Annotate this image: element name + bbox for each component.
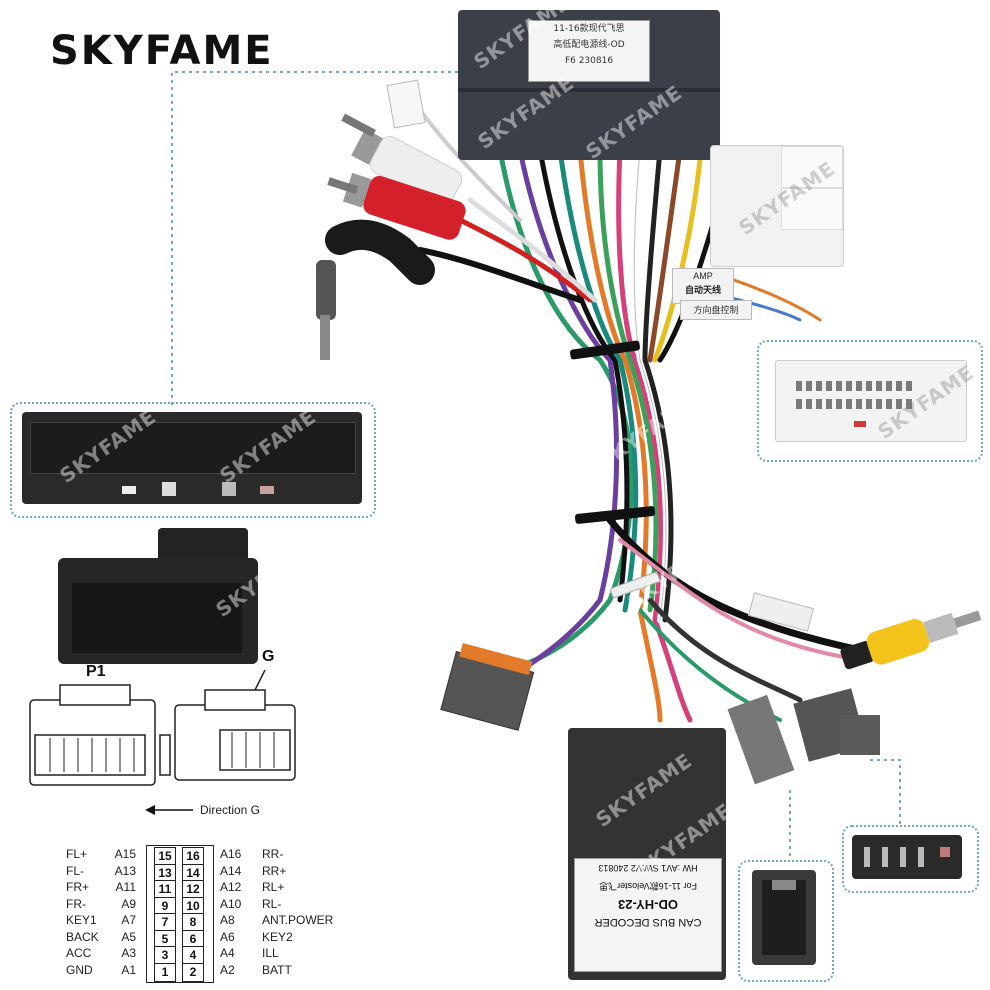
watermark: SKYFAME — [591, 748, 697, 832]
head-unit-connector: 11-16款现代飞思 高低配电源线-OD F6 230816 SKYFAME S… — [458, 0, 720, 164]
pin-right-name: RL- — [262, 896, 282, 911]
decoder-line-3: For 11-16款Veloster飞思 — [599, 881, 697, 891]
square-connector — [752, 870, 816, 965]
square-connector-frame — [738, 860, 834, 982]
can-bus-decoder: CAN BUS DECODER OD-HY-23 For 11-16款Velos… — [568, 728, 737, 980]
pin-left-name: BACK — [66, 929, 99, 944]
p1-label: P1 — [86, 663, 106, 680]
pin-right-name: RR- — [262, 847, 284, 861]
pin-right-code: A2 — [220, 962, 235, 977]
connector-line-drawings — [29, 669, 296, 786]
pin-left-code: A1 — [121, 962, 136, 977]
pin-left-code: A11 — [115, 880, 136, 894]
pin-left-name: FR+ — [66, 880, 90, 894]
pin-right-name: ANT.POWER — [262, 913, 334, 927]
pin-left-code: A5 — [121, 929, 136, 944]
pin-number-right: 2 — [182, 962, 204, 982]
pin-right-code: A14 — [220, 863, 242, 878]
pin-right-name: BATT — [262, 962, 292, 977]
connector-label-line-1: 11-16款现代飞思 — [553, 24, 625, 34]
pin-number-right: 6 — [182, 929, 204, 949]
pin-left-code: A7 — [121, 913, 136, 927]
pin-left-name: FL+ — [66, 847, 88, 861]
watermark: SKYFAME — [581, 80, 687, 164]
white-plug-connector: SKYFAME — [710, 145, 844, 267]
antenna-tag-line-1: 自动天线 — [684, 285, 721, 295]
black-connector-frame — [10, 402, 376, 518]
pin-right-code: A6 — [220, 929, 235, 944]
black-long-connector: SKYFAME SKYFAME — [22, 404, 362, 504]
pin-left-name: KEY1 — [66, 913, 97, 927]
pin-right-code: A8 — [220, 913, 235, 927]
connector-label-line-2: 高低配电源线-OD — [553, 40, 625, 50]
pin-right-code: A12 — [220, 880, 242, 894]
small-connectors — [440, 642, 880, 785]
pin-left-code: A13 — [114, 863, 136, 878]
decoder-line-1: CAN BUS DECODER — [594, 916, 702, 928]
pin-left-name: FL- — [66, 863, 84, 878]
pin-left-code: A9 — [121, 896, 136, 911]
pin-left-code: A15 — [114, 847, 136, 861]
pin-right-code: A10 — [220, 896, 242, 911]
pin-right-code: A16 — [220, 847, 242, 861]
antenna-tag: AMP 自动天线 — [672, 268, 734, 304]
pin-number-left: 1 — [154, 962, 176, 982]
pin-number-right: 14 — [182, 863, 204, 883]
pin-number-left: 13 — [154, 863, 176, 883]
pin-right-code: A4 — [220, 946, 235, 960]
yellow-rca-plug — [840, 610, 982, 670]
white-24-pin-connector — [775, 360, 967, 442]
brand-logo: SKYFAME — [50, 28, 274, 74]
pin-right-name: RL+ — [262, 880, 285, 894]
pin-number-right: 12 — [182, 880, 204, 899]
direction-label: Direction G — [200, 803, 261, 817]
pin-left-name: GND — [66, 962, 93, 977]
steering-tag: 方向盘控制 — [680, 300, 752, 320]
black-16-pin-connector: SKYFAME — [58, 528, 317, 664]
connector-label: 11-16款现代飞思 高低配电源线-OD F6 230816 — [528, 20, 650, 82]
pin-number-right: 10 — [182, 896, 204, 916]
pin-right-name: KEY2 — [262, 929, 293, 944]
direction-arrow-icon — [145, 805, 193, 815]
antenna-tag-line-2: AMP — [693, 271, 713, 281]
small-black-connector — [852, 835, 962, 879]
decoder-line-4: HW :AV1 SW:V2 240813 — [598, 863, 698, 873]
pin-right-name: ILL — [262, 946, 279, 960]
pin-left-code: A3 — [121, 946, 136, 960]
connector-label-line-3: F6 230816 — [564, 56, 614, 66]
decoder-line-2: OD-HY-23 — [618, 897, 678, 912]
white-connector-frame — [757, 340, 983, 462]
g-label: G — [262, 648, 275, 665]
small-black-connector-frame — [842, 825, 979, 893]
pin-right-name: RR+ — [262, 863, 287, 878]
rca-plugs — [316, 113, 466, 360]
pin-left-name: FR- — [66, 896, 86, 911]
decoder-label: CAN BUS DECODER OD-HY-23 For 11-16款Velos… — [574, 858, 722, 972]
pin-left-name: ACC — [66, 946, 92, 960]
